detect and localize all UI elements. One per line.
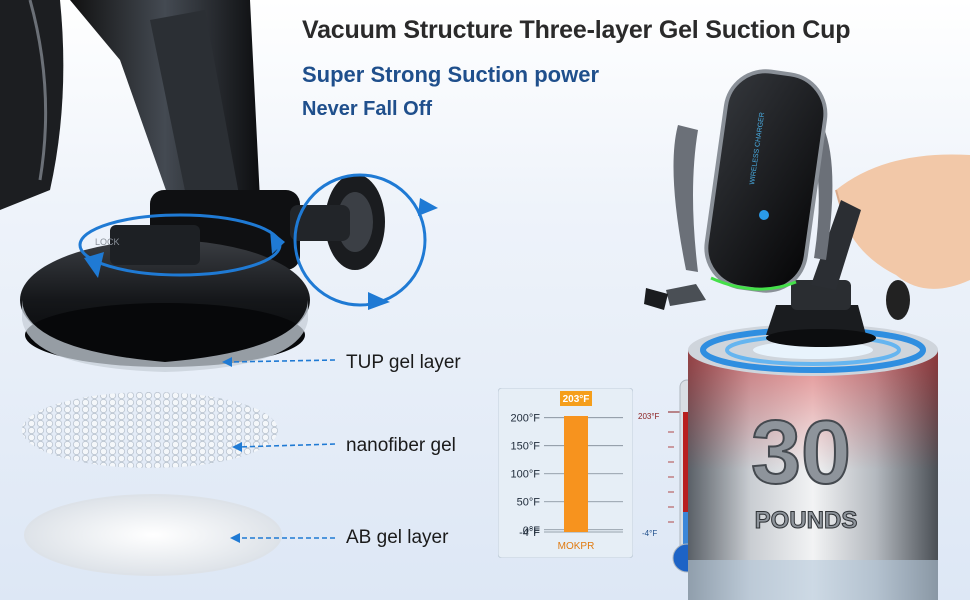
headline-subtitle-never-fall: Never Fall Off	[302, 98, 433, 120]
rotation-arrow-icon	[84, 252, 104, 278]
nanofiber-gel-disc	[22, 392, 278, 468]
chart-tick-label: 200°F	[511, 413, 541, 425]
wireless-charger-holder	[704, 69, 828, 293]
rotation-arrow-icon	[418, 198, 438, 216]
rotation-arrow-icon	[368, 292, 390, 310]
chart-tick-label: -4°F	[519, 527, 540, 539]
charging-indicator-icon	[759, 210, 769, 220]
lock-label: LOCK	[95, 237, 120, 247]
arrow-left-icon	[230, 533, 240, 543]
weight-demo-illustration: 30 POUNDS WIRELESS CHARGER	[644, 69, 970, 600]
layer-label-nanofiber: nanofiber gel	[346, 435, 456, 456]
headline-title: Vacuum Structure Three-layer Gel Suction…	[302, 16, 851, 44]
chart-tick-label: 150°F	[511, 441, 541, 453]
chart-tick-label: 100°F	[511, 469, 541, 481]
suction-mount-illustration: LOCK	[0, 0, 438, 576]
chart-bar-mokpr	[564, 416, 588, 532]
chart-tick-label: 0°F	[523, 525, 541, 537]
weight-unit: POUNDS	[755, 507, 858, 534]
layer-label-ab: AB gel layer	[346, 527, 449, 548]
chart-brand-label: MOKPR	[558, 541, 595, 552]
thermometer-max-label: 203°F	[638, 412, 660, 421]
ab-gel-disc	[24, 494, 282, 576]
chart-top-value-bg	[560, 391, 592, 406]
weight-number: 30	[751, 403, 851, 503]
chart-tick-label: 50°F	[517, 497, 541, 509]
temperature-chart: 200°F 150°F 100°F 50°F 0°F-4°F 203°F MOKPR	[498, 388, 633, 558]
chart-top-value: 203°F	[563, 394, 590, 405]
headline-subtitle-strong-suction: Super Strong Suction power	[302, 62, 600, 87]
arrow-left-icon	[232, 442, 242, 452]
layer-label-tup: TUP gel layer	[346, 352, 461, 373]
chart-tick-labels: 200°F 150°F 100°F 50°F 0°F-4°F	[511, 413, 541, 539]
rotation-arrow-icon	[270, 230, 285, 254]
arrow-left-icon	[222, 357, 232, 367]
thermometer-min-label: -4°F	[642, 529, 657, 538]
